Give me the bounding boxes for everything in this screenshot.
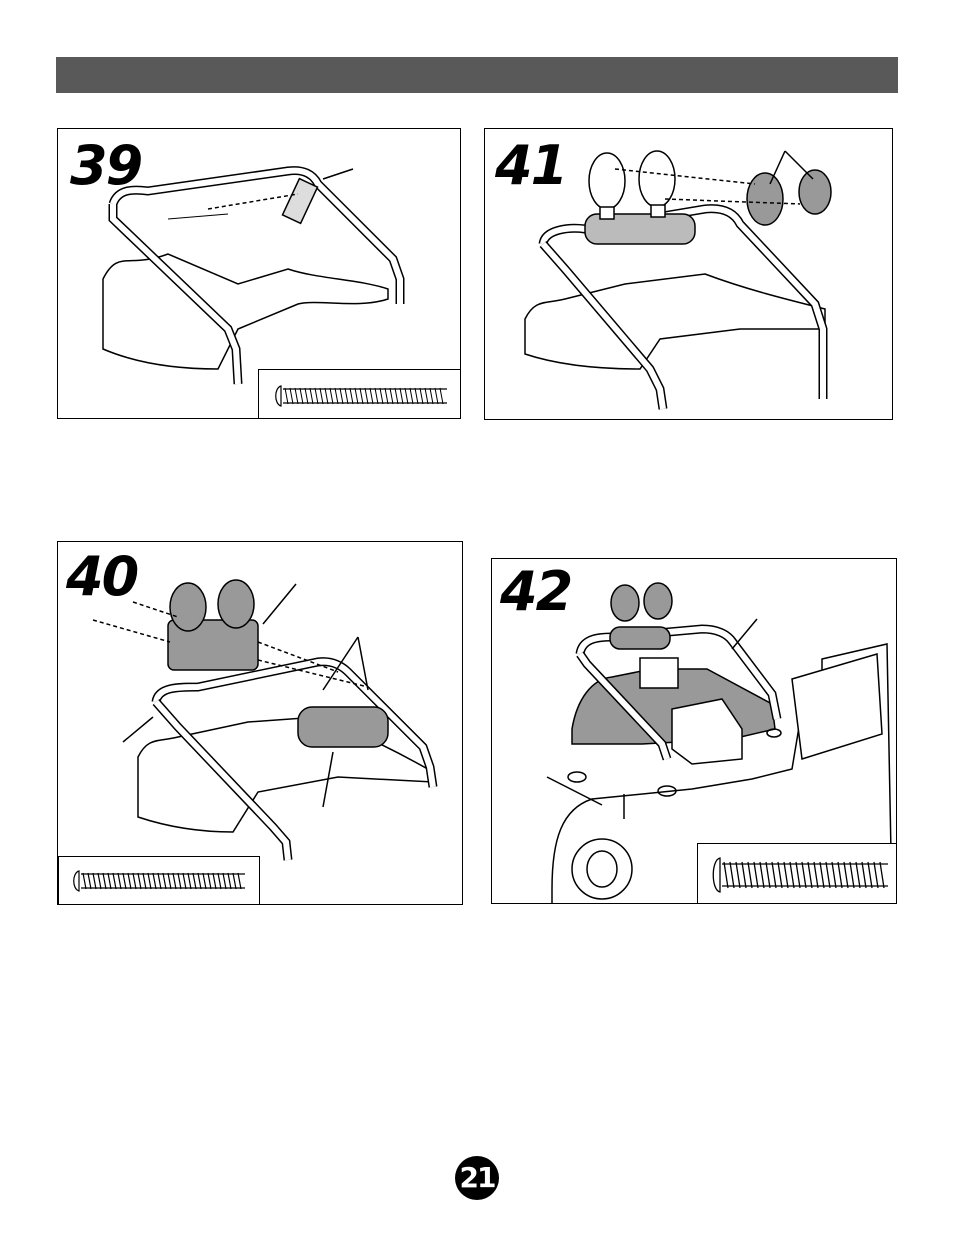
step-39-number: 39	[70, 139, 141, 193]
step-41-number: 41	[495, 139, 566, 193]
screw-inset	[697, 843, 897, 904]
step-42-panel: 42	[491, 558, 897, 904]
screw-inset	[258, 369, 461, 419]
step-40-number: 40	[66, 550, 137, 604]
screw-icon	[698, 844, 897, 904]
step-40-panel: 40	[57, 541, 463, 905]
screw-icon	[259, 370, 461, 419]
screw-inset	[58, 856, 260, 905]
header-bar	[56, 57, 898, 93]
step-39-panel: 39	[57, 128, 461, 419]
screw-icon	[59, 857, 261, 905]
step-42-number: 42	[500, 565, 571, 619]
step-41-panel: 41	[484, 128, 893, 420]
page-number: 21	[455, 1156, 499, 1200]
